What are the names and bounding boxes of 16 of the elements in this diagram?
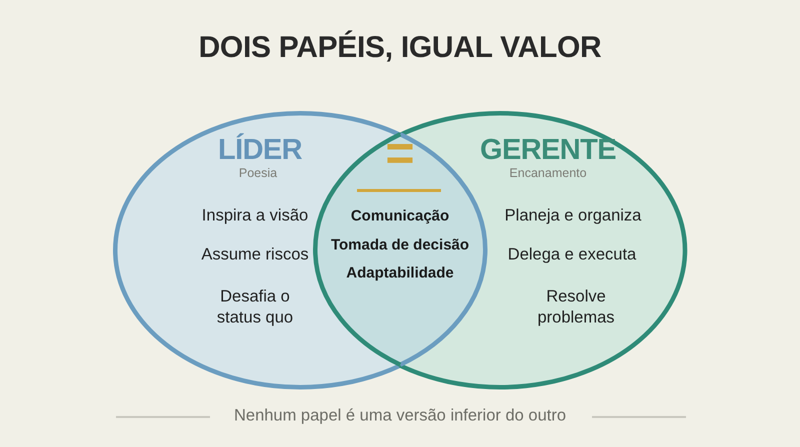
shared-trait-text: Comunicação — [350, 207, 450, 225]
equals-sign: = — [385, 144, 415, 162]
trait-text: Planeja e organiza — [504, 206, 642, 226]
subtitle: Poesia — [238, 166, 278, 180]
trait-text: Assume riscos — [201, 246, 309, 264]
trait-text: Resolve problemas — [536, 286, 616, 328]
subtitle: Encanamento — [509, 166, 587, 180]
trait-text: Desafia o status quo — [216, 286, 294, 328]
shared-trait-text: Adaptabilidade — [346, 264, 454, 282]
caption: Nenhum papel é uma versão inferior do outro — [234, 406, 566, 426]
title: DOIS PAPÉIS, IGUAL VALOR — [198, 30, 602, 66]
trait-text: Delega e executa — [508, 246, 636, 264]
shared-trait-text: Tomada de decisão — [330, 236, 470, 254]
circle-heading: LÍDER — [218, 134, 302, 166]
trait-text: Inspira a visão — [202, 206, 308, 226]
circle-heading: GERENTE — [480, 134, 616, 166]
